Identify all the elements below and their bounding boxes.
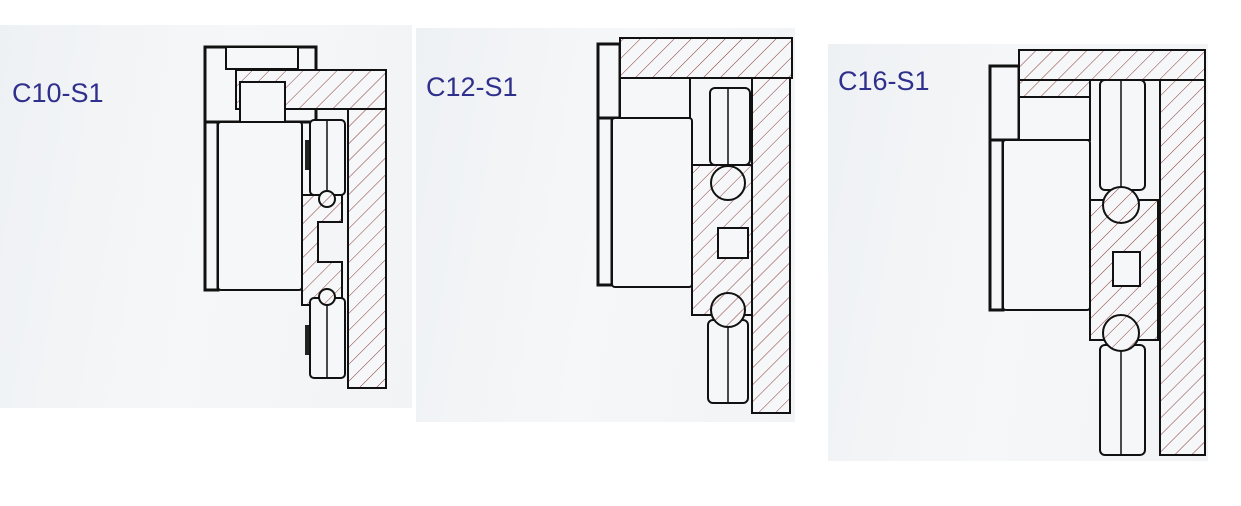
side-wall [347, 108, 387, 389]
model-label-c10-s1: C10-S1 [12, 78, 104, 108]
motor-body [1002, 139, 1091, 311]
left-plate [596, 116, 614, 287]
top-frame [988, 64, 1021, 142]
frame-inner [1018, 96, 1091, 141]
drawing-c12-s1 [596, 37, 793, 414]
ball-lower [318, 288, 336, 306]
motor-body [611, 117, 693, 288]
drawing-c10-s1 [203, 45, 387, 389]
lower-wheel [1099, 344, 1146, 456]
carriage-slot [717, 227, 749, 259]
carriage-slot [1112, 251, 1141, 287]
top-frame [596, 42, 622, 120]
left-plate [988, 138, 1005, 312]
model-label-c16-s1: C16-S1 [838, 66, 930, 96]
motor-body [217, 121, 303, 291]
ball-upper [710, 165, 746, 201]
ball-upper [1102, 186, 1140, 224]
frame-inner [225, 46, 299, 70]
ball-lower [1102, 314, 1140, 352]
ball-lower [710, 292, 746, 328]
mount-block [239, 81, 286, 123]
model-label-c12-s1: C12-S1 [426, 72, 518, 102]
upper-wheel [1099, 79, 1146, 191]
side-wall [1159, 79, 1206, 456]
ball-upper [318, 190, 336, 208]
top-plate-step [1018, 79, 1091, 98]
left-plate [203, 120, 220, 292]
side-wall [751, 77, 791, 414]
drawing-c16-s1 [988, 49, 1206, 456]
frame-inner [619, 77, 691, 119]
top-plate [619, 37, 793, 79]
top-plate [1018, 49, 1206, 81]
carriage [301, 194, 343, 306]
upper-wheel [709, 87, 751, 166]
